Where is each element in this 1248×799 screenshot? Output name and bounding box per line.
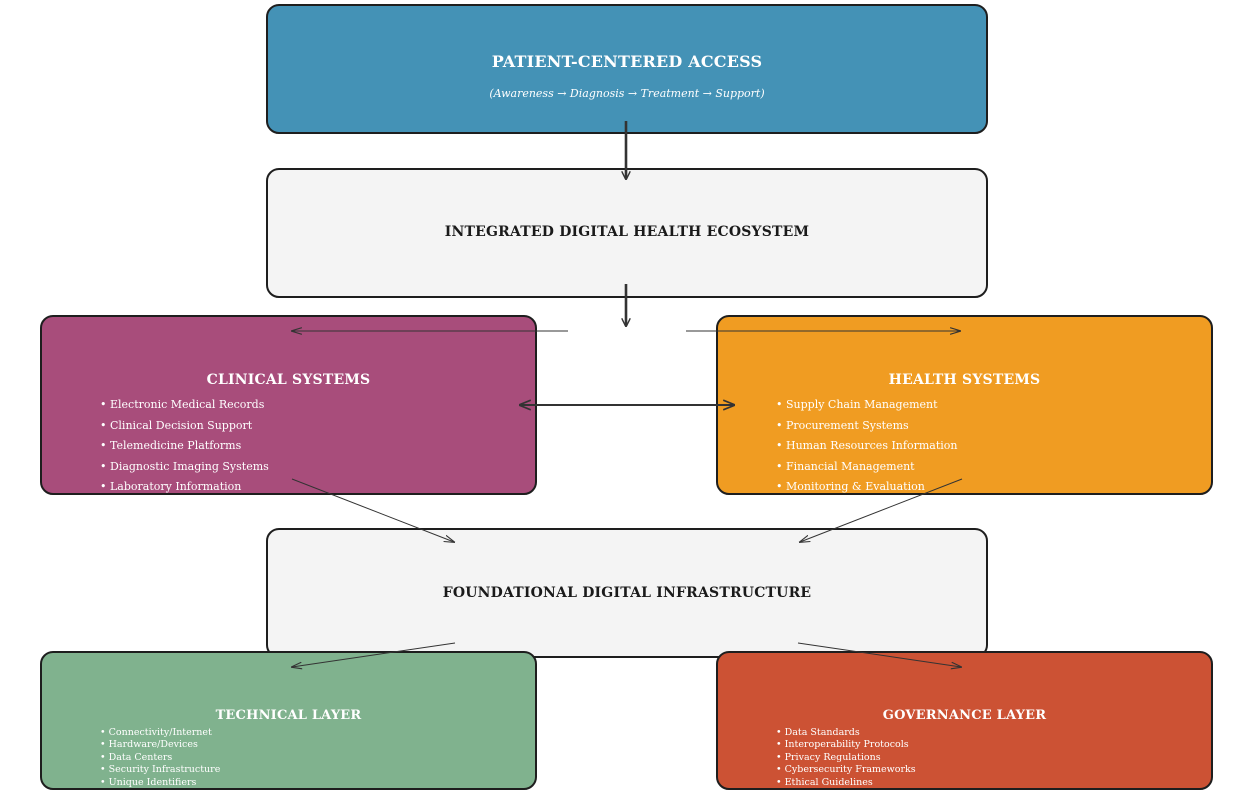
governance-layer-box: GOVERNANCE LAYER Data Standards Interope… [716, 651, 1213, 790]
governance-layer-list: Data Standards Interoperability Protocol… [776, 727, 916, 789]
ecosystem-title: INTEGRATED DIGITAL HEALTH ECOSYSTEM [444, 224, 810, 240]
clinical-systems-list: Electronic Medical Records Clinical Deci… [100, 395, 269, 498]
clinical-systems-title: CLINICAL SYSTEMS [206, 372, 371, 388]
patient-access-subtitle: (Awareness → Diagnosis → Treatment → Sup… [489, 87, 765, 100]
list-item: Diagnostic Imaging Systems [100, 457, 269, 478]
infrastructure-box: FOUNDATIONAL DIGITAL INFRASTRUCTURE [266, 528, 988, 658]
list-item: Cybersecurity Frameworks [776, 764, 916, 776]
list-item: Hardware/Devices [100, 739, 220, 751]
list-item: Clinical Decision Support [100, 416, 269, 437]
list-item: Telemedicine Platforms [100, 436, 269, 457]
list-item: Unique Identifiers [100, 777, 220, 789]
list-item: Electronic Medical Records [100, 395, 269, 416]
technical-layer-title: TECHNICAL LAYER [215, 708, 362, 723]
list-item: Interoperability Protocols [776, 739, 916, 751]
clinical-systems-box: CLINICAL SYSTEMS Electronic Medical Reco… [40, 315, 537, 495]
ecosystem-box: INTEGRATED DIGITAL HEALTH ECOSYSTEM [266, 168, 988, 298]
list-item: Procurement Systems [776, 416, 957, 437]
health-systems-title: HEALTH SYSTEMS [888, 372, 1041, 388]
technical-layer-list: Connectivity/Internet Hardware/Devices D… [100, 727, 221, 789]
infrastructure-title: FOUNDATIONAL DIGITAL INFRASTRUCTURE [442, 585, 812, 601]
governance-layer-title: GOVERNANCE LAYER [882, 708, 1047, 723]
health-systems-box: HEALTH SYSTEMS Supply Chain Management P… [716, 315, 1213, 495]
list-item: Connectivity/Internet [100, 727, 220, 739]
health-systems-list: Supply Chain Management Procurement Syst… [776, 395, 957, 498]
list-item: Monitoring & Evaluation [776, 477, 957, 498]
list-item: Financial Management [776, 457, 957, 478]
list-item: Data Standards [776, 727, 916, 739]
list-item: Privacy Regulations [776, 752, 916, 764]
patient-access-box: PATIENT-CENTERED ACCESS (Awareness → Dia… [266, 4, 988, 134]
list-item: Security Infrastructure [100, 764, 221, 776]
list-item: Laboratory Information [100, 477, 269, 498]
patient-access-title: PATIENT-CENTERED ACCESS [491, 52, 763, 71]
list-item: Human Resources Information [776, 436, 957, 457]
list-item: Supply Chain Management [776, 395, 957, 416]
list-item: Data Centers [100, 752, 220, 764]
technical-layer-box: TECHNICAL LAYER Connectivity/Internet Ha… [40, 651, 537, 790]
list-item: Ethical Guidelines [776, 777, 916, 789]
